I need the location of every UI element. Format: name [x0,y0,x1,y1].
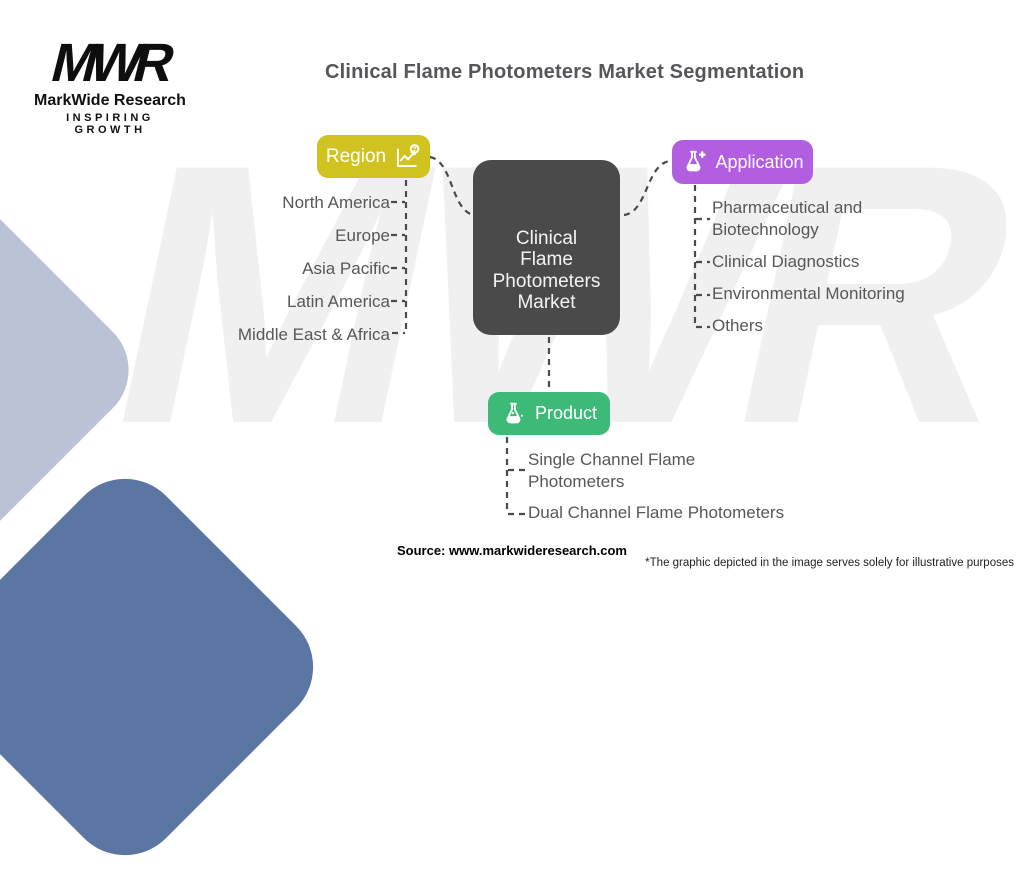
product-badge-label: Product [534,403,598,423]
central-node-line: Flame [520,249,573,270]
application-badge-label: Application [715,151,804,172]
application-item: Clinical Diagnostics [712,252,860,271]
application-items-list: Pharmaceutical and Biotechnology Clinica… [712,197,942,347]
product-item: Dual Channel Flame Photometers [528,503,785,522]
region-item: Asia Pacific [302,259,390,278]
application-badge: Application [672,140,813,184]
page-title: Clinical Flame Photometers Market Segmen… [325,61,805,83]
markwide-logo: MWR MarkWide Research INSPIRING GROWTH [30,33,190,136]
application-item: Others [712,316,764,335]
central-market-node: Clinical Flame Photometers Market [473,160,620,335]
logo-name: MarkWide Research [34,92,186,109]
svg-text:?: ? [413,146,417,153]
product-items-list: Single Channel Flame Photometers Dual Ch… [528,449,828,533]
central-node-line: Market [517,292,576,313]
line-chart-question-icon: ? [394,143,421,170]
product-badge: Product [488,392,610,435]
region-items-list: North America Europe Asia Pacific Latin … [150,186,390,351]
region-badge: Region ? [317,135,430,178]
logo-acronym: MWR [45,33,175,93]
central-node-line: Clinical [515,227,578,249]
flask-plus-icon [681,149,707,175]
application-item: Environmental Monitoring [712,284,905,303]
central-node-line: Photometers [492,270,601,292]
region-item: Latin America [287,292,390,311]
source-text: Source: www.markwideresearch.com [396,543,627,558]
region-item: Middle East & Africa [237,325,390,344]
product-item: Single Channel Flame Photometers [528,450,696,491]
disclaimer-text: *The graphic depicted in the image serve… [645,557,1014,569]
application-item: Pharmaceutical and Biotechnology [712,198,863,239]
region-item: North America [282,193,390,212]
region-badge-label: Region [325,145,387,167]
flask-icon [501,401,527,427]
region-item: Europe [335,226,390,245]
logo-tagline: INSPIRING GROWTH [66,112,154,136]
decor-diamond-dark [0,454,338,879]
